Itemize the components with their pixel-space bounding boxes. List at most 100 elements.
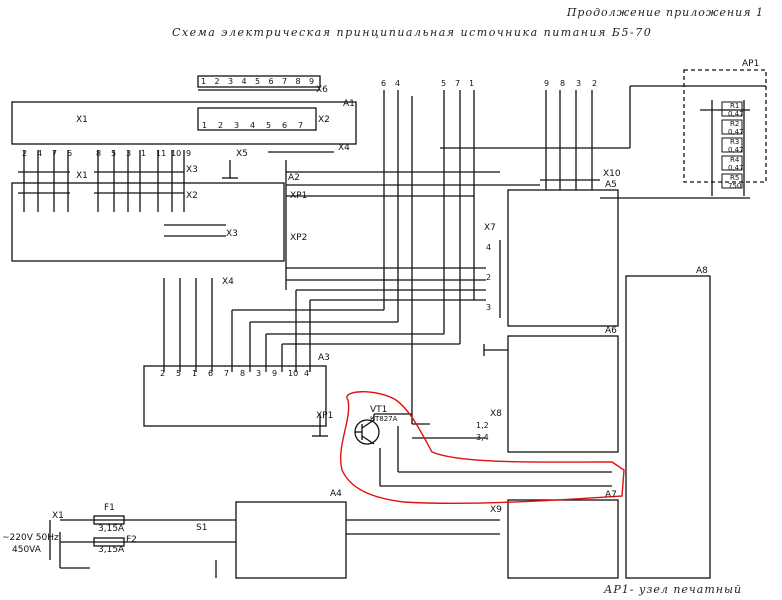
footer-note: АР1- узел печатный bbox=[604, 583, 743, 596]
label-x3: X3 bbox=[186, 165, 198, 175]
ap1-resistor bbox=[721, 173, 743, 189]
pin-label-top-right: 2 bbox=[592, 79, 597, 88]
schematic-title: Схема электрическая принципиальная источ… bbox=[172, 26, 653, 39]
ap1-resistor-ref: R3 bbox=[730, 138, 739, 146]
pin-label-x3-a1: 7 bbox=[298, 121, 303, 130]
pin-label-a3: 4 bbox=[304, 369, 309, 378]
pin-label-x6: 6 bbox=[269, 77, 274, 86]
ap1-resistor-value: 750 bbox=[728, 182, 741, 190]
label-xp1-a3: XP1 bbox=[316, 411, 333, 421]
pin-label-x3-a1: 1 bbox=[202, 121, 207, 130]
ap1-resistor bbox=[721, 155, 743, 171]
label-x1-input: X1 bbox=[52, 511, 64, 521]
label-ap1: AP1 bbox=[742, 59, 759, 69]
pin-label-x6: 3 bbox=[228, 77, 233, 86]
block-a8 bbox=[625, 275, 711, 579]
ap1-resistor-ref: R4 bbox=[730, 156, 740, 164]
highlight-outline bbox=[340, 391, 625, 504]
label-power: 450VA bbox=[12, 545, 42, 555]
pin-label-a3: 1 bbox=[192, 369, 197, 378]
pin-label-a3: 10 bbox=[288, 369, 298, 378]
block-a3 bbox=[143, 365, 327, 427]
fuse-f2 bbox=[93, 537, 125, 547]
pin-label-a3: 6 bbox=[208, 369, 213, 378]
pin-label-x3-a1: 3 bbox=[234, 121, 239, 130]
pin-label-a1-mid: 9 bbox=[186, 149, 191, 158]
pin-label-x3-a1: 6 bbox=[282, 121, 287, 130]
label-a8: A8 bbox=[696, 266, 708, 276]
pin-label-a3: 5 bbox=[176, 369, 181, 378]
pin-label-x6: 1 bbox=[201, 77, 206, 86]
block-a7 bbox=[507, 499, 619, 579]
pin-label-a1-left: 6 bbox=[67, 149, 72, 158]
label-s1: S1 bbox=[196, 523, 207, 533]
label-a7: A7 bbox=[605, 490, 617, 500]
label-xp2: XP2 bbox=[290, 233, 307, 243]
label-vt1: VT1 bbox=[370, 405, 387, 415]
pin-label-a3: 8 bbox=[240, 369, 245, 378]
ap1-resistor bbox=[721, 137, 743, 153]
pin-label-a1-left: 7 bbox=[52, 149, 57, 158]
pin-label-a1-left: 4 bbox=[37, 149, 42, 158]
ap1-resistor-ref: R1 bbox=[730, 102, 739, 110]
pin-label-a1-mid: 5 bbox=[111, 149, 116, 158]
ap1-resistor-value: 0,47 bbox=[728, 128, 744, 136]
pin-label-a1-mid: 8 bbox=[96, 149, 101, 158]
ap1-resistor bbox=[721, 119, 743, 135]
label-a1: A1 bbox=[343, 99, 355, 109]
label-a5: A5 bbox=[605, 180, 617, 190]
block-a1 bbox=[11, 101, 357, 145]
connector-x6 bbox=[197, 75, 321, 88]
pin-label-top-mid: 1 bbox=[469, 79, 474, 88]
pin-label-x6: 2 bbox=[215, 77, 220, 86]
label-x8: X8 bbox=[490, 409, 502, 419]
label-x6: X6 bbox=[316, 85, 328, 95]
pin-label-top-mid: 7 bbox=[455, 79, 460, 88]
label-x7: X7 bbox=[484, 223, 496, 233]
block-a4 bbox=[235, 501, 347, 579]
label-fuse2: F2 bbox=[126, 535, 137, 545]
pin-label-x6: 7 bbox=[282, 77, 287, 86]
pin-label-top-left: 6 bbox=[381, 79, 386, 88]
pin-label-a3: 3 bbox=[256, 369, 261, 378]
label-x2: X2 bbox=[318, 115, 330, 125]
continuation-note: Продолжение приложения 1 bbox=[566, 6, 764, 19]
label-a3: A3 bbox=[318, 353, 330, 363]
pin-label-top-right: 8 bbox=[560, 79, 565, 88]
pin-label-a3: 7 bbox=[224, 369, 229, 378]
pin-label-a3: 9 bbox=[272, 369, 277, 378]
label-a4: A4 bbox=[330, 489, 342, 499]
label-x1-a2: X1 bbox=[76, 171, 88, 181]
pin-label-a1-mid: 11 bbox=[156, 149, 166, 158]
pin-label-a1-left: 2 bbox=[22, 149, 27, 158]
pin-label-x6: 5 bbox=[255, 77, 260, 86]
pin-label-top-left: 4 bbox=[395, 79, 400, 88]
pin-label-a5: 3 bbox=[486, 303, 491, 312]
pin-label-x3-a1: 2 bbox=[218, 121, 223, 130]
block-a6 bbox=[507, 335, 619, 453]
label-fuse2-rating: 3,15А bbox=[98, 545, 125, 555]
label-x4-a2: X4 bbox=[222, 277, 234, 287]
ap1-resistor-ref: R2 bbox=[730, 120, 739, 128]
label-a6: A6 bbox=[605, 326, 617, 336]
label-a2: A2 bbox=[288, 173, 300, 183]
block-a5 bbox=[507, 189, 619, 327]
ap1-resistor-ref: R5 bbox=[730, 174, 739, 182]
ap1-resistor-value: 0,47 bbox=[728, 110, 744, 118]
label-xp1: XP1 bbox=[290, 191, 307, 201]
pin-label-a5: 4 bbox=[486, 243, 491, 252]
label-x2-a2: X2 bbox=[186, 191, 198, 201]
ap1-resistor-value: 0,47 bbox=[728, 164, 744, 172]
pin-label-a1-mid: 10 bbox=[171, 149, 181, 158]
label-fuse1: F1 bbox=[104, 503, 115, 513]
label-x4-a1: X4 bbox=[338, 143, 350, 153]
label-x5: X5 bbox=[236, 149, 248, 159]
label-x3-a2: X3 bbox=[226, 229, 238, 239]
ap1-resistor-value: 0,47 bbox=[728, 146, 744, 154]
pin-label-a1-mid: 1 bbox=[141, 149, 146, 158]
pin-label-x3-a1: 4 bbox=[250, 121, 255, 130]
pin-label-a5: 2 bbox=[486, 273, 491, 282]
label-mains: ~220V 50Hz bbox=[2, 533, 59, 543]
